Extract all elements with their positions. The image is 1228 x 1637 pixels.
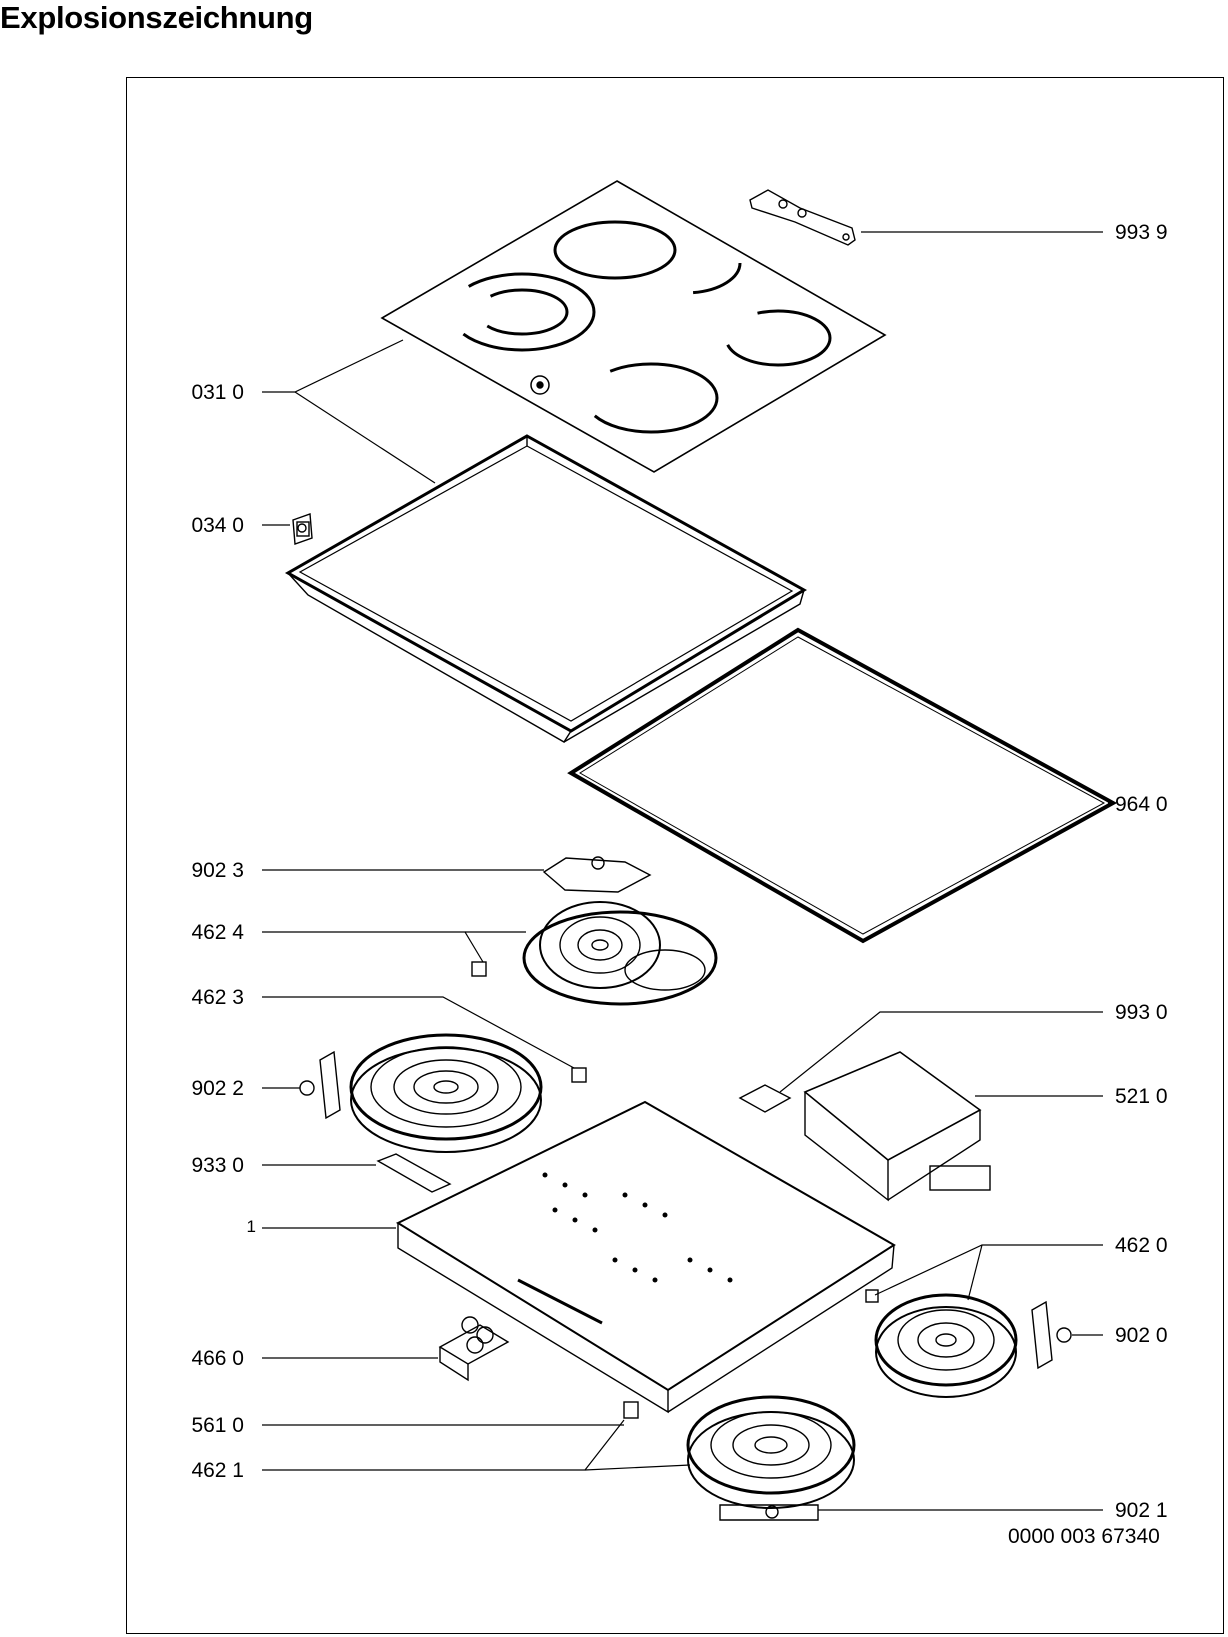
callout-label-031-0: 031 0 <box>191 381 244 404</box>
callout-label-902-0: 902 0 <box>1115 1324 1168 1347</box>
bracket-902-2 <box>299 1050 341 1120</box>
oval-heating-element <box>471 901 718 1006</box>
relay-993-0 <box>738 1084 792 1113</box>
radiant-heater-bottom <box>686 1395 856 1509</box>
callout-label-933-0: 933 0 <box>191 1154 244 1177</box>
callout-label-902-3: 902 3 <box>191 859 244 882</box>
bracket-902-3 <box>542 856 652 893</box>
control-module <box>803 1051 991 1202</box>
radiant-heater-right <box>865 1289 1018 1398</box>
clip-034-0 <box>292 513 313 545</box>
callout-label-993-0: 993 0 <box>1115 1001 1168 1024</box>
document-number: 0000 003 67340 <box>1008 1525 1160 1548</box>
leader-lines <box>262 231 1113 1511</box>
callout-label-561-0: 561 0 <box>191 1414 244 1437</box>
callout-label-462-0: 462 0 <box>1115 1234 1168 1257</box>
clip-933-0 <box>376 1153 452 1193</box>
base-tray <box>395 1100 896 1414</box>
terminal-block <box>438 1316 510 1382</box>
radiant-heater-large <box>349 1033 587 1153</box>
callout-label-964-0: 964 0 <box>1115 793 1168 816</box>
bracket-902-1 <box>719 1504 819 1521</box>
callout-label-462-4: 462 4 <box>191 921 244 944</box>
callout-label-902-1: 902 1 <box>1115 1499 1168 1522</box>
callout-label-462-3: 462 3 <box>191 986 244 1009</box>
cooktop-gasket <box>567 627 1118 944</box>
callout-label-902-2: 902 2 <box>191 1077 244 1100</box>
drawing-frame <box>126 77 1224 1634</box>
bracket-902-0 <box>1031 1300 1072 1370</box>
callout-label-034-0: 034 0 <box>191 514 244 537</box>
callout-label-466-0: 466 0 <box>191 1347 244 1370</box>
callout-label-993-9: 993 9 <box>1115 221 1168 244</box>
callout-label-1: 1 <box>246 1217 256 1236</box>
callout-label-521-0: 521 0 <box>1115 1085 1168 1108</box>
page-title: Explosionszeichnung <box>0 0 313 35</box>
callout-label-462-1: 462 1 <box>191 1459 244 1482</box>
bracket-993-9 <box>749 189 856 246</box>
switch-561-0 <box>623 1401 639 1419</box>
ceramic-cooktop-glass <box>380 180 887 473</box>
cooktop-frame <box>284 434 807 743</box>
